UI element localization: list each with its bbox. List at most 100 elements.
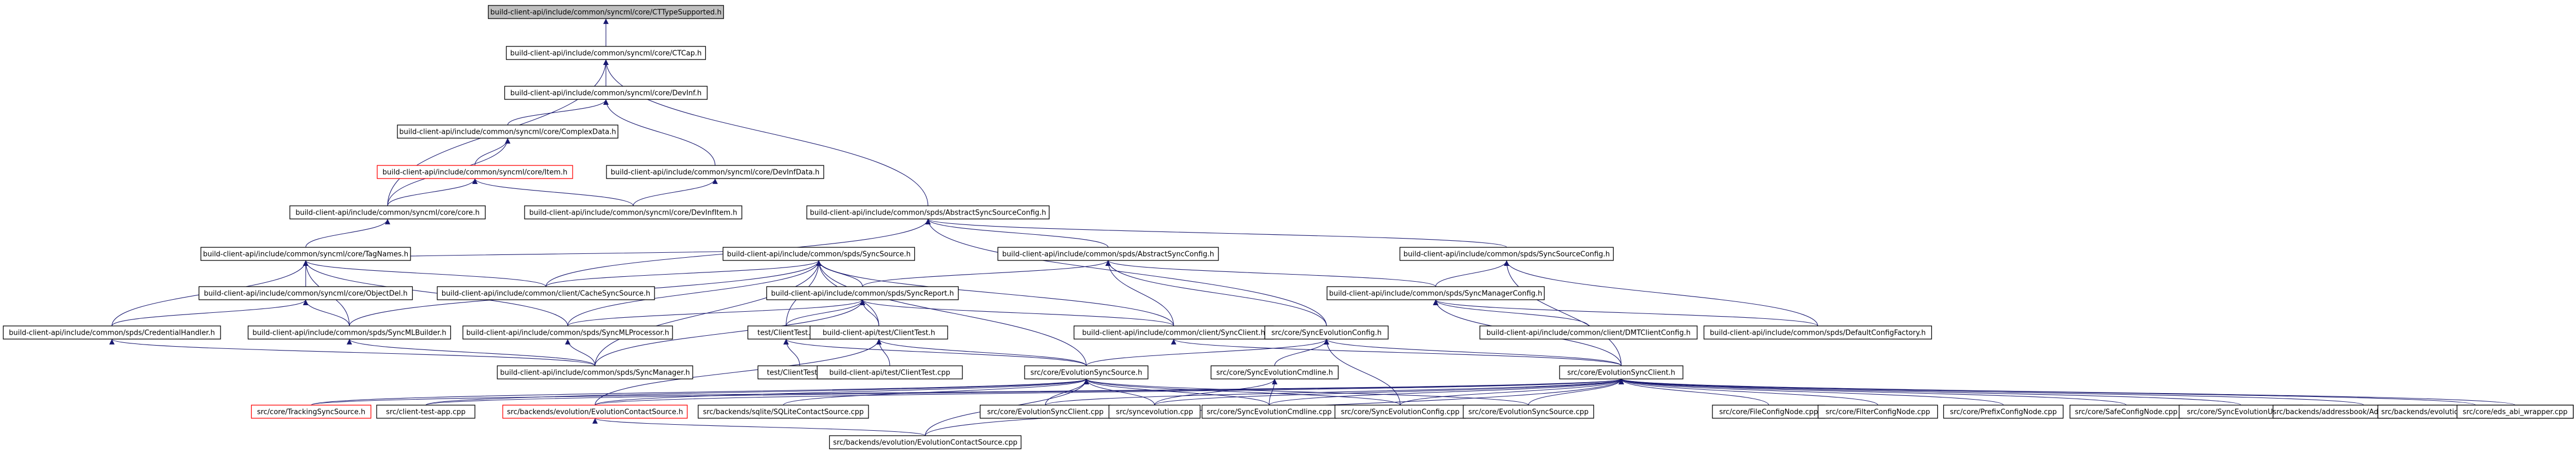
node-box[interactable]	[722, 247, 915, 261]
node-label[interactable]: src/core/SyncEvolutionUtil.cpp	[2187, 408, 2294, 417]
node-label[interactable]: build-client-api/include/common/syncml/c…	[510, 90, 702, 98]
node-box[interactable]	[997, 247, 1219, 261]
node-box[interactable]	[462, 325, 673, 340]
graph-node[interactable]: src/core/eds_abi_wrapper.cpp	[2456, 405, 2574, 419]
graph-node[interactable]: build-client-api/include/common/syncml/c…	[198, 286, 413, 300]
node-label[interactable]: src/core/SyncEvolutionConfig.h	[1271, 329, 1382, 337]
graph-node[interactable]: src/core/TrackingSyncSource.h	[251, 405, 372, 419]
graph-node[interactable]: src/core/FileConfigNode.cpp	[1712, 405, 1825, 419]
graph-node[interactable]: build-client-api/include/common/syncml/c…	[200, 247, 411, 261]
graph-node[interactable]: build-client-api/include/common/syncml/c…	[487, 5, 724, 19]
graph-node[interactable]: src/core/SyncEvolutionConfig.cpp	[1334, 405, 1466, 419]
node-box[interactable]	[1479, 325, 1698, 340]
node-box[interactable]	[198, 286, 413, 300]
node-label[interactable]: src/core/TrackingSyncSource.h	[257, 408, 365, 417]
node-label[interactable]: src/backends/sqlite/SQLiteContactSource.…	[703, 408, 864, 417]
graph-node[interactable]: src/core/PrefixConfigNode.cpp	[1943, 405, 2064, 419]
node-box[interactable]	[1201, 405, 1337, 419]
node-box[interactable]	[437, 286, 655, 300]
graph-node[interactable]: build-client-api/include/common/syncml/c…	[504, 86, 708, 100]
node-label[interactable]: src/client-test-app.cpp	[386, 408, 466, 417]
node-label[interactable]: build-client-api/include/common/spds/Syn…	[727, 251, 911, 259]
node-label[interactable]: src/core/SyncEvolutionCmdline.h	[1216, 369, 1333, 377]
graph-node[interactable]: build-client-api/include/common/spds/Abs…	[806, 205, 1050, 219]
node-box[interactable]	[1326, 286, 1545, 300]
node-box[interactable]	[1817, 405, 1938, 419]
node-box[interactable]	[1264, 325, 1389, 340]
node-label[interactable]: src/core/EvolutionSyncSource.h	[1031, 369, 1143, 377]
node-box[interactable]	[1943, 405, 2064, 419]
graph-node[interactable]: src/core/EvolutionSyncClient.cpp	[979, 405, 1111, 419]
node-label[interactable]: build-client-api/include/common/client/D…	[1486, 329, 1691, 337]
graph-node[interactable]: src/core/SyncEvolutionConfig.h	[1264, 325, 1389, 340]
node-box[interactable]	[247, 325, 451, 340]
graph-node[interactable]: src/core/SyncEvolutionCmdline.cpp	[1201, 405, 1337, 419]
node-box[interactable]	[1462, 405, 1595, 419]
node-label[interactable]: src/core/EvolutionSyncClient.cpp	[987, 408, 1103, 417]
graph-node[interactable]: build-client-api/include/common/syncml/c…	[505, 46, 706, 60]
node-label[interactable]: src/core/EvolutionSyncSource.cpp	[1468, 408, 1589, 417]
graph-node[interactable]: src/backends/sqlite/SQLiteContactSource.…	[698, 405, 869, 419]
graph-node[interactable]: src/core/SafeConfigNode.cpp	[2069, 405, 2183, 419]
graph-node[interactable]: src/client-test-app.cpp	[376, 405, 475, 419]
node-box[interactable]	[524, 205, 742, 219]
node-label[interactable]: build-client-api/include/common/spds/Syn…	[1329, 290, 1543, 298]
node-box[interactable]	[698, 405, 869, 419]
node-box[interactable]	[502, 405, 688, 419]
graph-node[interactable]: build-client-api/test/ClientTest.cpp	[817, 365, 963, 379]
graph-node[interactable]: build-client-api/include/common/spds/Abs…	[997, 247, 1219, 261]
graph-node[interactable]: build-client-api/include/common/spds/Syn…	[247, 325, 451, 340]
node-label[interactable]: src/core/PrefixConfigNode.cpp	[1950, 408, 2057, 417]
graph-node[interactable]: build-client-api/include/common/spds/Syn…	[722, 247, 915, 261]
graph-node[interactable]: build-client-api/include/common/spds/Cre…	[3, 325, 221, 340]
graph-node[interactable]: src/core/EvolutionSyncSource.cpp	[1462, 405, 1595, 419]
node-box[interactable]	[1210, 365, 1339, 379]
node-label[interactable]: src/core/eds_abi_wrapper.cpp	[2462, 408, 2567, 417]
node-label[interactable]: build-client-api/test/ClientTest.h	[823, 329, 935, 337]
graph-node[interactable]: src/core/EvolutionSyncSource.h	[1024, 365, 1149, 379]
node-box[interactable]	[606, 165, 824, 179]
node-label[interactable]: build-client-api/include/common/spds/Cre…	[9, 329, 215, 337]
graph-node[interactable]: build-client-api/include/common/client/S…	[1073, 325, 1274, 340]
node-box[interactable]	[377, 165, 573, 179]
node-label[interactable]: build-client-api/include/common/spds/Abs…	[1002, 251, 1214, 259]
graph-node[interactable]: build-client-api/include/common/syncml/c…	[289, 205, 486, 219]
node-label[interactable]: build-client-api/include/common/spds/Def…	[1710, 329, 1925, 337]
node-label[interactable]: build-client-api/include/common/syncml/c…	[490, 9, 721, 17]
graph-node[interactable]: build-client-api/include/common/client/D…	[1479, 325, 1698, 340]
node-box[interactable]	[251, 405, 372, 419]
node-box[interactable]	[806, 205, 1050, 219]
graph-node[interactable]: src/core/FilterConfigNode.cpp	[1817, 405, 1938, 419]
node-label[interactable]: src/backends/evolution/EvolutionContactS…	[833, 439, 1018, 447]
node-box[interactable]	[766, 286, 959, 300]
node-label[interactable]: build-client-api/include/common/spds/Syn…	[252, 329, 446, 337]
node-label[interactable]: src/core/EvolutionSyncClient.h	[1567, 369, 1675, 377]
node-box[interactable]	[376, 405, 475, 419]
node-box[interactable]	[289, 205, 486, 219]
node-label[interactable]: build-client-api/include/common/syncml/c…	[529, 209, 737, 217]
graph-node[interactable]: src/core/EvolutionSyncClient.h	[1559, 365, 1683, 379]
node-box[interactable]	[1559, 365, 1683, 379]
node-label[interactable]: src/core/FilterConfigNode.cpp	[1825, 408, 1930, 417]
graph-node[interactable]: src/backends/evolution/EvolutionContactS…	[502, 405, 688, 419]
node-box[interactable]	[487, 5, 724, 19]
graph-node[interactable]: build-client-api/include/common/syncml/c…	[377, 165, 573, 179]
node-box[interactable]	[397, 124, 618, 139]
node-label[interactable]: build-client-api/include/common/spds/Abs…	[810, 209, 1046, 217]
node-label[interactable]: build-client-api/include/common/syncml/c…	[204, 290, 407, 298]
node-label[interactable]: build-client-api/include/common/syncml/c…	[611, 169, 820, 177]
node-label[interactable]: test/ClientTest.h	[758, 329, 815, 337]
node-label[interactable]: build-client-api/include/common/spds/Syn…	[466, 329, 669, 337]
graph-node[interactable]: src/syncevolution.cpp	[1108, 405, 1201, 419]
node-box[interactable]	[1703, 325, 1932, 340]
graph-node[interactable]: build-client-api/include/common/syncml/c…	[606, 165, 824, 179]
node-box[interactable]	[810, 325, 948, 340]
node-label[interactable]: build-client-api/include/common/spds/Syn…	[500, 369, 690, 377]
node-label[interactable]: src/core/SyncEvolutionCmdline.cpp	[1206, 408, 1331, 417]
node-box[interactable]	[1108, 405, 1201, 419]
node-box[interactable]	[504, 86, 708, 100]
graph-node[interactable]: build-client-api/include/common/spds/Syn…	[462, 325, 673, 340]
node-box[interactable]	[829, 435, 1022, 449]
graph-node[interactable]: build-client-api/include/common/spds/Syn…	[1326, 286, 1545, 300]
node-box[interactable]	[1712, 405, 1825, 419]
